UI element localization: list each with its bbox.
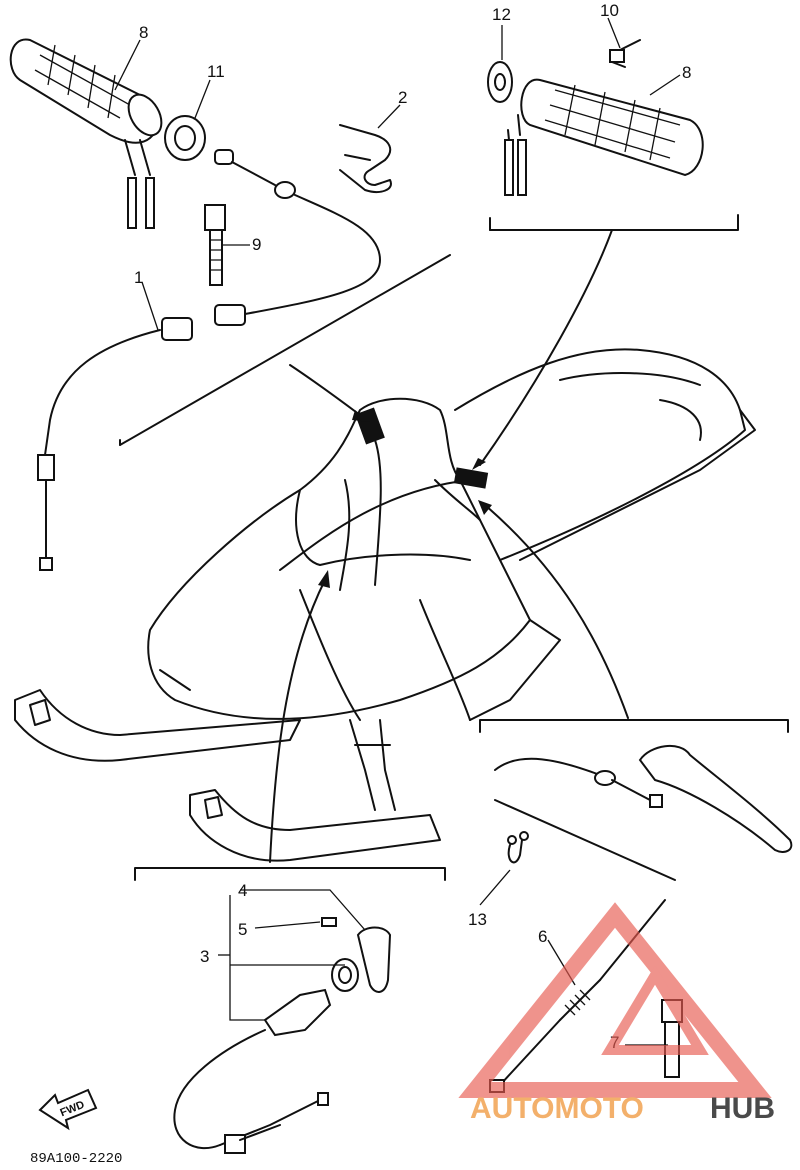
callout-leaders: [114, 17, 681, 1046]
callout-12: 12: [492, 5, 511, 24]
callout-1: 1: [134, 268, 143, 287]
throttle-cable: [37, 149, 381, 571]
callout-13: 13: [468, 910, 487, 929]
callout-10: 10: [600, 1, 619, 20]
callout-8-right: 8: [682, 63, 691, 82]
brake-lever-group: [489, 744, 793, 1093]
handlebar-assembly: [279, 407, 489, 591]
callout-labels: 8 11 2 9 1 12 10 8 4 5 3 13 6 7 89A100-2…: [30, 1, 691, 1167]
switch-group: [173, 917, 392, 1154]
left-grip: [9, 38, 163, 229]
callout-8-left: 8: [139, 23, 148, 42]
watermark-text: AUTOMOTO HUB: [470, 1092, 775, 1125]
right-grip-group: [487, 39, 704, 196]
callout-4: 4: [238, 881, 247, 900]
cable-tie-9: [204, 204, 226, 286]
watermark-part1: AUTOMOTO: [470, 1092, 644, 1125]
snowmobile-body: [14, 348, 756, 862]
fwd-arrow-icon: FWD: [38, 1088, 98, 1131]
watermark-part2: HUB: [710, 1092, 775, 1125]
callout-3: 3: [200, 947, 209, 966]
callout-5: 5: [238, 920, 247, 939]
callout-11: 11: [207, 62, 225, 81]
watermark-logo: [458, 902, 772, 1098]
diagram-code: 89A100-2220: [30, 1151, 122, 1167]
callout-frames: [119, 214, 789, 881]
callout-6: 6: [538, 927, 547, 946]
ring-part: [164, 115, 206, 161]
clip-part: [339, 124, 392, 193]
callout-9: 9: [252, 235, 261, 254]
callout-2: 2: [398, 88, 407, 107]
